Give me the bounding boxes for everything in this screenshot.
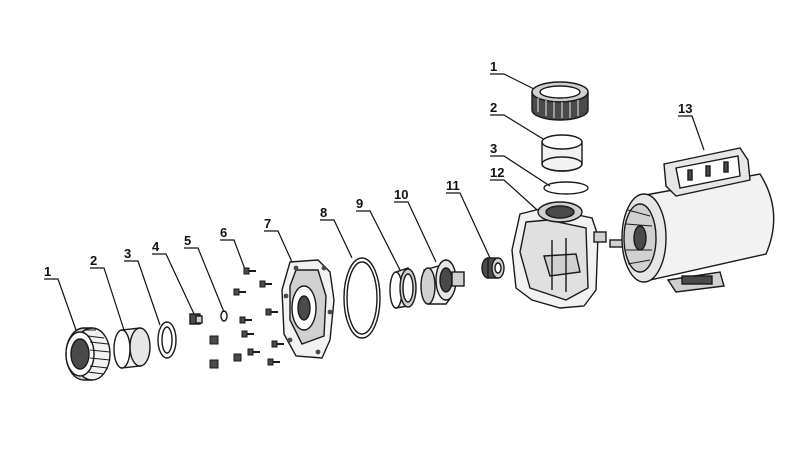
leader-line-1-left bbox=[44, 278, 77, 331]
gasket-left bbox=[157, 321, 177, 359]
leader-line-13 bbox=[678, 115, 705, 151]
label-8: 8 bbox=[320, 205, 327, 220]
union-nut-left bbox=[65, 327, 111, 381]
volute-housing bbox=[511, 201, 607, 309]
label-1-left: 1 bbox=[44, 264, 51, 279]
label-6: 6 bbox=[220, 225, 227, 240]
label-13: 13 bbox=[678, 101, 692, 116]
leader-line-5 bbox=[184, 247, 225, 313]
large-o-ring bbox=[343, 257, 381, 339]
face-plate bbox=[281, 259, 335, 359]
leader-line-6 bbox=[220, 239, 247, 273]
label-2-right: 2 bbox=[490, 100, 497, 115]
drain-plug bbox=[189, 313, 203, 325]
wear-ring bbox=[389, 267, 417, 309]
leader-line-8 bbox=[320, 219, 353, 259]
leader-lines bbox=[44, 73, 705, 331]
label-2-left: 2 bbox=[90, 253, 97, 268]
leader-line-7 bbox=[264, 230, 293, 263]
label-10: 10 bbox=[394, 187, 408, 202]
leader-line-4 bbox=[152, 253, 196, 317]
label-3-left: 3 bbox=[124, 246, 131, 261]
shaft-seal bbox=[481, 257, 505, 279]
leader-line-9 bbox=[356, 210, 401, 271]
label-1-right: 1 bbox=[490, 59, 497, 74]
leader-line-2-right bbox=[490, 114, 549, 143]
callout-labels: 1 2 3 4 5 6 7 8 9 10 11 1 2 3 12 13 bbox=[44, 59, 692, 279]
leader-line-1-right bbox=[490, 73, 541, 93]
label-7: 7 bbox=[264, 216, 271, 231]
impeller bbox=[420, 259, 465, 305]
leader-line-3-left bbox=[124, 260, 161, 326]
gasket-right bbox=[543, 181, 589, 195]
label-11: 11 bbox=[446, 178, 460, 193]
label-5: 5 bbox=[184, 233, 191, 248]
small-o-ring bbox=[220, 310, 228, 322]
label-12: 12 bbox=[490, 165, 504, 180]
motor bbox=[609, 147, 775, 293]
tail-piece-left bbox=[113, 327, 151, 369]
leader-line-2-left bbox=[90, 267, 125, 331]
bolts bbox=[209, 267, 284, 369]
leader-line-11 bbox=[446, 192, 491, 259]
leader-line-10 bbox=[394, 201, 437, 263]
label-4: 4 bbox=[152, 239, 160, 254]
label-3-right: 3 bbox=[490, 141, 497, 156]
tail-piece-right bbox=[541, 134, 583, 172]
leader-line-12 bbox=[490, 179, 547, 219]
label-9: 9 bbox=[356, 196, 363, 211]
leader-line-3-right bbox=[490, 155, 551, 187]
union-nut-right bbox=[531, 81, 589, 121]
